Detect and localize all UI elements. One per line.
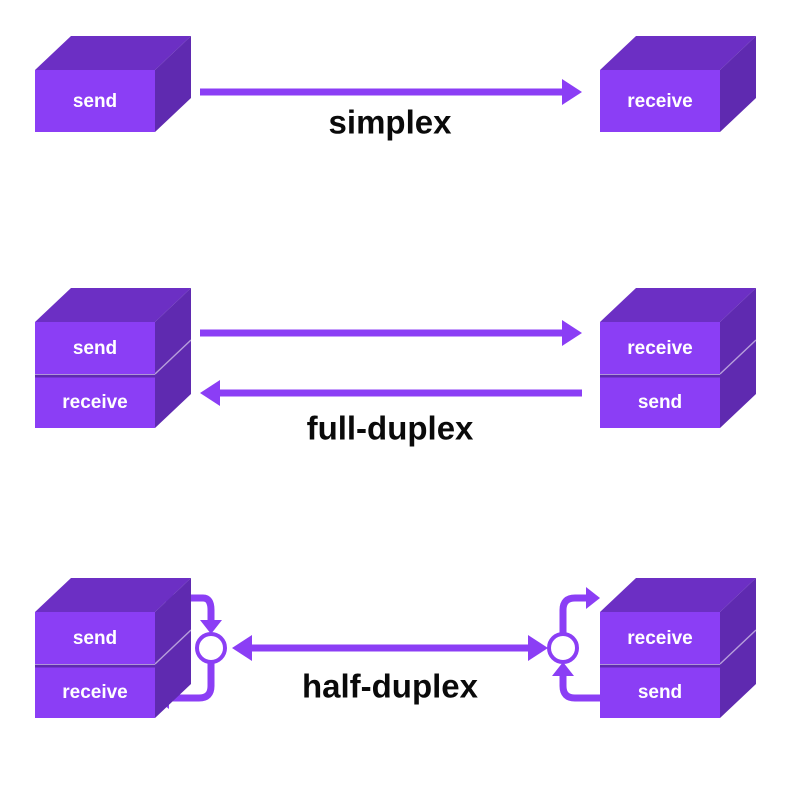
full-duplex-left-box-front-face bbox=[35, 322, 155, 374]
half-duplex-right-box-front-face bbox=[600, 666, 720, 718]
right-switch-outbound-arrowhead bbox=[586, 587, 600, 609]
half-duplex-left-box-label: receive bbox=[62, 682, 128, 703]
simplex-right-box-front-face bbox=[600, 70, 720, 132]
simplex-left-box-stack: send bbox=[35, 36, 191, 132]
mode-label-half-duplex: half-duplex bbox=[302, 668, 479, 705]
forward-arrow-shaft bbox=[200, 88, 562, 96]
full-duplex-left-box-front-face bbox=[35, 376, 155, 428]
right-switch-outbound-elbow bbox=[559, 594, 586, 634]
bidirectional-arrow-head-left bbox=[232, 635, 252, 661]
section-simplex: send receive simplex bbox=[35, 36, 756, 141]
full-duplex-right-side-seam bbox=[719, 339, 757, 375]
full-duplex-right-box-label: send bbox=[638, 392, 682, 413]
full-duplex-right-box-side-face bbox=[720, 288, 756, 428]
bidirectional-arrow-shaft bbox=[252, 644, 528, 652]
left-switch-circle-icon[interactable] bbox=[195, 632, 227, 664]
simplex-left-box-top-face bbox=[35, 36, 191, 70]
right-switch-circle-icon[interactable] bbox=[547, 632, 579, 664]
half-duplex-left-box-front-face bbox=[35, 612, 155, 664]
simplex-right-box-top-face bbox=[600, 36, 756, 70]
full-duplex-left-box-stack: send receive bbox=[35, 288, 192, 428]
full-duplex-right-box-front-face bbox=[600, 322, 720, 374]
half-duplex-right-box-label: receive bbox=[627, 628, 693, 649]
right-switch-inbound-elbow bbox=[559, 676, 600, 702]
mode-label-simplex: simplex bbox=[329, 104, 453, 141]
forward-arrow-head-right bbox=[562, 320, 582, 346]
full-duplex-right-box-stack: receive send bbox=[600, 288, 757, 428]
full-duplex-left-box-label: receive bbox=[62, 392, 128, 413]
full-duplex-right-box-front-face bbox=[600, 376, 720, 428]
simplex-left-box-label: send bbox=[73, 91, 117, 112]
full-duplex-left-box-side-face bbox=[155, 288, 191, 428]
half-duplex-left-box-stack: send receive bbox=[35, 578, 192, 718]
forward-arrow-head-right bbox=[562, 79, 582, 105]
forward-arrow bbox=[200, 79, 582, 105]
half-duplex-right-box-stack: receive send bbox=[600, 578, 757, 718]
half-duplex-left-box-side-face bbox=[155, 578, 191, 718]
section-half-duplex: send receive receive send half-duplex bbox=[35, 578, 757, 718]
left-switch-outbound-elbow bbox=[169, 662, 215, 702]
mode-label-full-duplex: full-duplex bbox=[307, 410, 474, 447]
full-duplex-right-box-top-face bbox=[600, 288, 756, 322]
half-duplex-left-side-seam bbox=[154, 629, 192, 665]
forward-arrow bbox=[200, 320, 582, 346]
half-duplex-right-box-label: send bbox=[638, 682, 682, 703]
half-duplex-left-box-label: send bbox=[73, 628, 117, 649]
reverse-arrow bbox=[200, 380, 582, 406]
half-duplex-right-box-front-face bbox=[600, 612, 720, 664]
full-duplex-left-box-top-face bbox=[35, 288, 191, 322]
bidirectional-arrow bbox=[232, 635, 548, 661]
full-duplex-right-box-label: receive bbox=[627, 338, 693, 359]
left-switch-inbound-elbow bbox=[155, 594, 215, 620]
full-duplex-left-box-label: send bbox=[73, 338, 117, 359]
reverse-arrow-head-left bbox=[200, 380, 220, 406]
half-duplex-right-box-top-face bbox=[600, 578, 756, 612]
simplex-left-box-side-face bbox=[155, 36, 191, 132]
simplex-right-box-side-face bbox=[720, 36, 756, 132]
half-duplex-right-box-side-face bbox=[720, 578, 756, 718]
full-duplex-left-side-seam bbox=[154, 339, 192, 375]
simplex-right-box-label: receive bbox=[627, 91, 693, 112]
half-duplex-right-side-seam bbox=[719, 629, 757, 665]
forward-arrow-shaft bbox=[200, 329, 562, 337]
bidirectional-arrow-head-right bbox=[528, 635, 548, 661]
right-switch-inbound-arrowhead bbox=[552, 662, 574, 676]
half-duplex-left-box-top-face bbox=[35, 578, 191, 612]
simplex-right-box-stack: receive bbox=[600, 36, 756, 132]
reverse-arrow-shaft bbox=[220, 389, 582, 397]
half-duplex-left-box-front-face bbox=[35, 666, 155, 718]
left-switch-inbound-arrowhead bbox=[200, 620, 222, 634]
section-full-duplex: send receive receive send full-duplex bbox=[35, 288, 757, 447]
right-switch[interactable] bbox=[547, 587, 600, 702]
simplex-left-box-front-face bbox=[35, 70, 155, 132]
